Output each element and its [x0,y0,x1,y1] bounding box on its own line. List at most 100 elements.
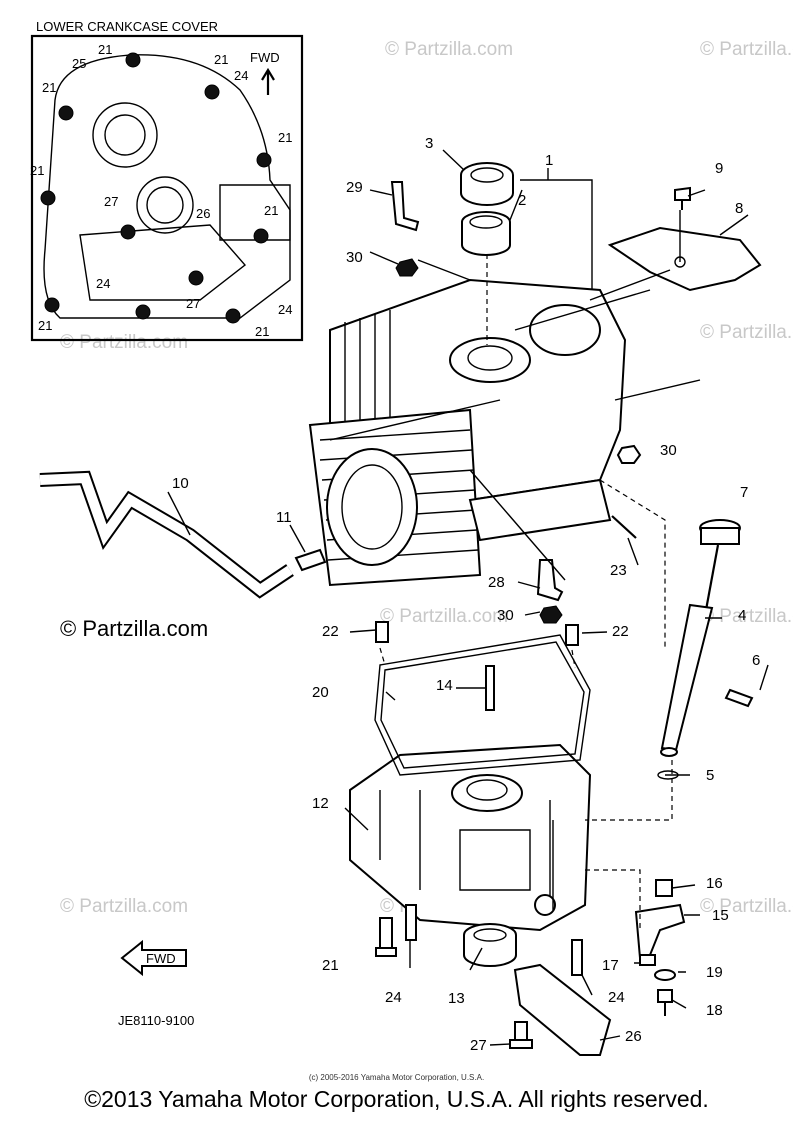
bracket-15 [634,903,686,962]
callout-24b: 24 [608,989,625,1006]
callout-30c: 30 [497,607,514,624]
bracket [390,181,420,232]
inset-callout: 25 [72,56,86,71]
inset-callout: 21 [255,324,269,339]
bolt-icon [639,954,656,966]
watermark: © Partzilla.com [700,39,793,60]
inset-callout: 21 [264,203,278,218]
callout-19: 19 [706,964,723,981]
dowel-pin [565,624,579,646]
lower-crankcase-ribs [379,790,551,900]
fine-print: (c) 2005-2016 Yamaha Motor Corporation, … [308,1073,485,1082]
lower-boss-hole [466,779,508,801]
bolt-icon [120,224,136,240]
callout-22a: 22 [322,623,339,640]
callout-11: 11 [276,509,292,526]
cylinder-bore [326,448,418,566]
inset-callout: 24 [234,68,248,83]
inset-callout: 21 [30,163,44,178]
stud [405,904,417,941]
crankcase-skirt [468,478,612,542]
watermark: © Partzilla.com [60,896,188,917]
watermark: © Partzilla.com [385,39,513,60]
crankcase-gasket-inner [380,641,585,769]
copyright-footer: ©2013 Yamaha Motor Corporation, U.S.A. A… [84,1086,709,1112]
bolt-icon [674,186,691,210]
breather-hose [39,470,294,599]
cover-bore [92,102,158,168]
nut-icon [539,605,563,624]
cover-bore-inner [104,114,146,156]
callout-23: 23 [610,562,627,579]
bracket [536,559,564,602]
bolt-boss [534,894,556,916]
cover-bore [136,176,194,234]
watermark: © Partzilla.com [700,896,793,917]
stud [611,515,637,539]
cover-plate [79,224,247,301]
leader-lines [167,149,769,1046]
bolt-icon [204,84,220,100]
fwd-arrow-label: FWD [146,951,176,966]
callout-29: 29 [346,179,363,196]
filler-tube [660,603,714,752]
oil-pipe [485,665,495,711]
cylinder-bore-inner [341,464,403,550]
seal-side [460,175,514,206]
callout-12: 12 [312,795,329,812]
inset-callout: 24 [278,302,292,317]
watermark: © Partzilla.com [700,322,793,343]
callout-30b: 30 [660,442,677,459]
nut-icon [616,444,642,464]
bolt-icon [125,52,141,68]
watermark: © Partzilla.com [60,332,188,353]
bearing-side [461,222,511,256]
cover-bore-inner [146,186,184,224]
callout-8: 8 [735,200,743,217]
callout-24a: 24 [385,989,402,1006]
inset-callout: 27 [104,194,118,209]
cylinder-fins [329,310,391,466]
breather-hose-inner [39,472,293,597]
callout-17: 17 [602,957,619,974]
plug-cap [655,879,673,897]
inset-title: LOWER CRANKCASE COVER [36,19,218,34]
lower-crankcase [349,743,592,932]
fwd-arrow-icon [120,939,187,977]
bolt-icon [58,105,74,121]
oil-seal-13-side [463,935,517,967]
filler-tube-end [660,747,678,757]
cover-plate-8 [607,226,762,292]
bolt-icon [135,304,151,320]
inset-callout: 24 [96,276,110,291]
callout-2: 2 [518,192,526,209]
stud [571,939,583,976]
callout-20: 20 [312,684,329,701]
inset-lower-crankcase-cover: LOWER CRANKCASE COVER FWD 21 21 21 25 24… [30,19,304,342]
inset-callout: 21 [278,130,292,145]
callout-14: 14 [436,677,453,694]
inset-callout: 21 [214,52,228,67]
callout-16: 16 [706,875,723,892]
callout-22b: 22 [612,623,629,640]
bolt-icon [40,190,56,206]
crank-boss-hole [467,345,513,371]
callout-10: 10 [172,475,189,492]
inset-callout: 27 [186,296,200,311]
bearing-hole [469,215,503,229]
callout-3: 3 [425,135,433,152]
callout-13: 13 [448,990,465,1007]
nut-icon [395,258,419,277]
inset-callout: 21 [38,318,52,333]
bearing [461,211,511,256]
upper-crankcase [308,278,627,587]
oil-seal-13-hole [473,928,507,942]
plate-26 [513,963,612,1056]
bolt-icon [657,989,673,1016]
callout-1: 1 [545,152,553,169]
washer-icon [654,969,676,981]
alignment-lines [379,254,673,930]
bolt-icon [375,917,397,957]
hose-fitting [294,548,327,572]
